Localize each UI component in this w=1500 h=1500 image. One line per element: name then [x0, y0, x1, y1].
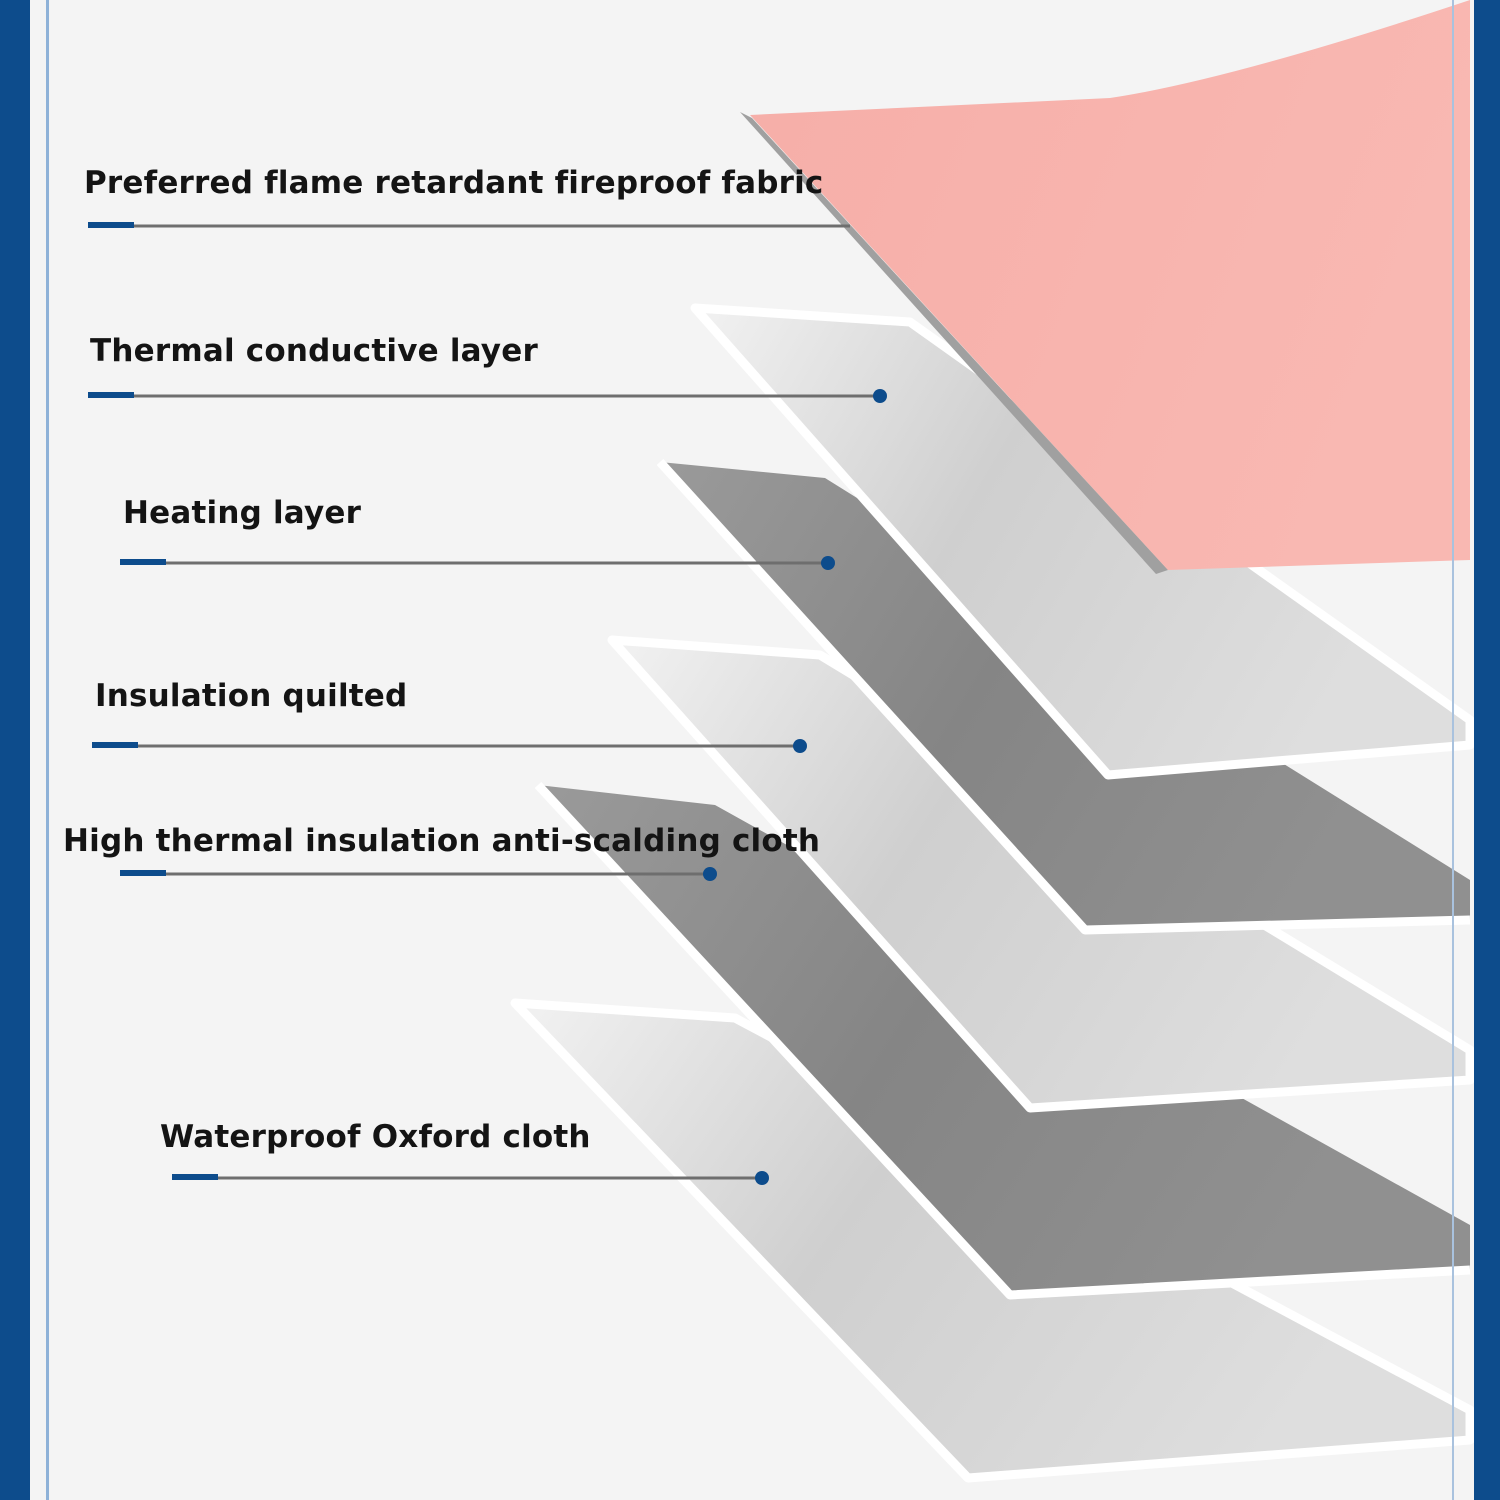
label-fabric: Preferred flame retardant fireproof fabr…	[84, 165, 824, 201]
sheet-fabric	[750, 0, 1470, 570]
leader-accent-oxford	[172, 1174, 218, 1180]
leader-dot-anti-scalding	[703, 867, 717, 881]
leader-accent-fabric	[88, 222, 134, 228]
leader-accent-heating	[120, 559, 166, 565]
leader-accent-insulation	[92, 742, 138, 748]
frame-left-line	[46, 0, 49, 1500]
leader-dot-heating	[821, 556, 835, 570]
leader-dot-oxford	[755, 1171, 769, 1185]
frame-right-line	[1452, 0, 1454, 1500]
frame-left-border	[0, 0, 30, 1500]
label-thermal: Thermal conductive layer	[90, 333, 538, 369]
label-heating: Heating layer	[123, 495, 362, 531]
leader-accent-anti-scalding	[120, 870, 166, 876]
frame-right-border	[1474, 0, 1500, 1500]
leader-dot-insulation	[793, 739, 807, 753]
label-anti-scalding: High thermal insulation anti-scalding cl…	[63, 823, 821, 859]
label-insulation: Insulation quilted	[95, 678, 408, 714]
leader-accent-thermal	[88, 392, 134, 398]
sheet-thermal	[690, 303, 1475, 780]
leader-dot-thermal	[873, 389, 887, 403]
label-oxford: Waterproof Oxford cloth	[160, 1119, 591, 1155]
